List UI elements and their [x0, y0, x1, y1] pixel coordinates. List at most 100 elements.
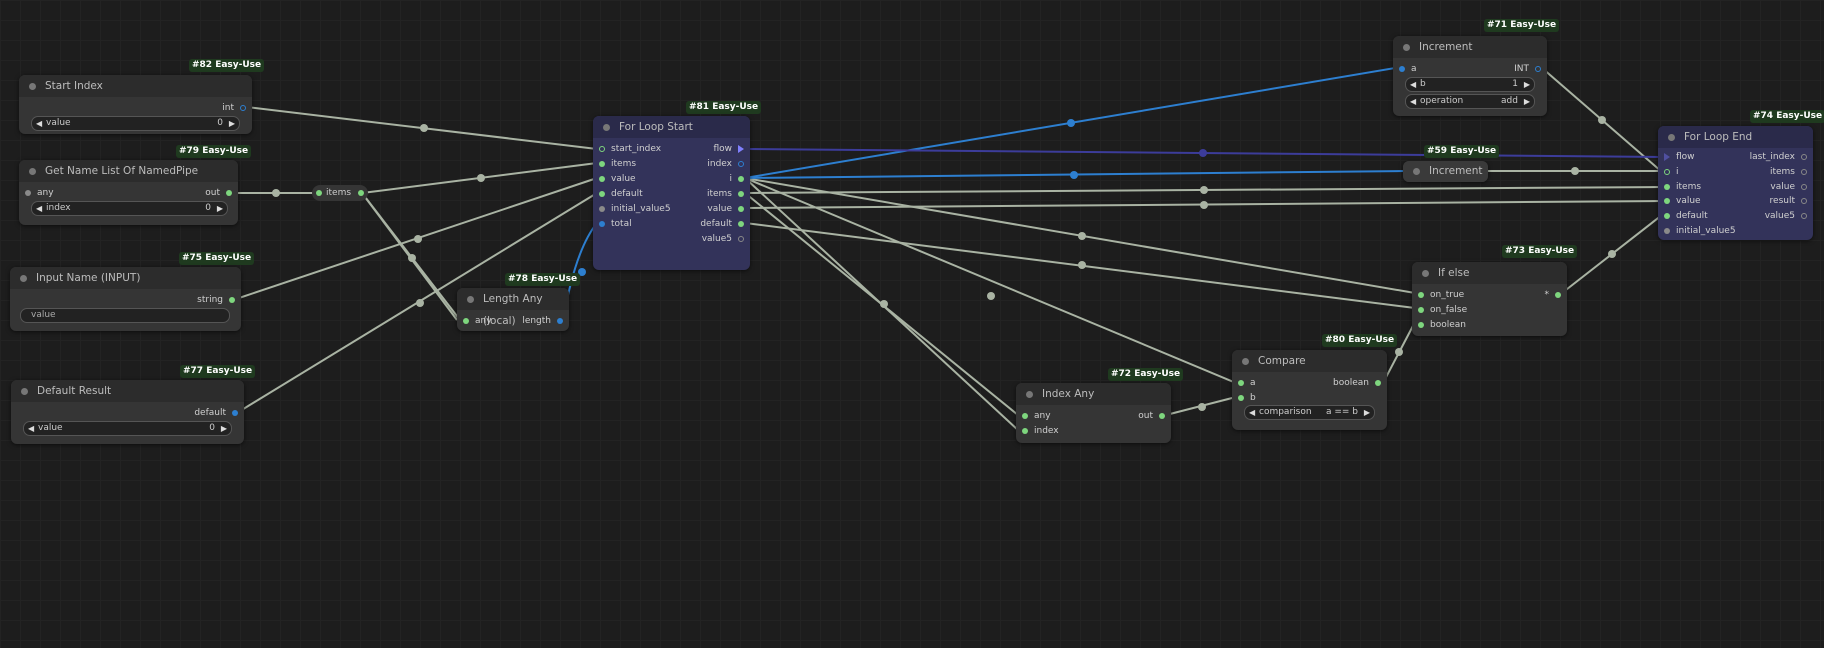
input-slot-icon[interactable] [1238, 395, 1244, 401]
output-slot-icon[interactable] [1801, 154, 1807, 160]
output-slot-icon[interactable] [229, 297, 235, 303]
node-title[interactable]: Compare [1232, 350, 1387, 372]
input-slot-icon[interactable] [1399, 66, 1405, 72]
output-slot-icon[interactable] [1535, 66, 1541, 72]
output-int[interactable]: INT [1514, 62, 1541, 76]
node-title[interactable]: If else [1412, 262, 1567, 284]
input-any[interactable]: any [1022, 409, 1051, 423]
input-initial-value5[interactable]: initial_value5 [1664, 224, 1736, 238]
collapse-dot-icon[interactable] [21, 388, 28, 395]
length-any-node[interactable]: Length Any (local) any length [457, 288, 569, 331]
input-slot-icon[interactable] [599, 161, 605, 167]
for-loop-start-node[interactable]: For Loop Start start_index items value d… [593, 116, 750, 270]
output-value5[interactable]: value5 [702, 232, 744, 246]
flow-slot-icon[interactable] [738, 145, 744, 153]
input-slot-icon[interactable] [599, 146, 605, 152]
output-out[interactable]: out [205, 186, 232, 200]
output-value[interactable]: value [707, 202, 744, 216]
node-title[interactable]: Input Name (INPUT) [10, 267, 241, 289]
input-slot-icon[interactable] [316, 190, 322, 196]
input-name-node[interactable]: Input Name (INPUT) string value [10, 267, 241, 331]
reroute-items[interactable]: items [312, 185, 368, 201]
output-length[interactable]: length [522, 314, 563, 328]
output-slot-icon[interactable] [1555, 292, 1561, 298]
input-slot-icon[interactable] [599, 191, 605, 197]
input-value[interactable]: value [1664, 194, 1701, 208]
output-items[interactable]: items [1770, 165, 1807, 179]
output-slot-icon[interactable] [738, 176, 744, 182]
output-out[interactable]: out [1138, 409, 1165, 423]
input-value[interactable]: value [599, 172, 636, 186]
collapse-dot-icon[interactable] [1422, 270, 1429, 277]
input-b[interactable]: b [1238, 391, 1256, 405]
input-slot-icon[interactable] [25, 190, 31, 196]
node-title[interactable]: Increment [1403, 161, 1488, 182]
input-i[interactable]: i [1664, 165, 1679, 179]
collapse-dot-icon[interactable] [1242, 358, 1249, 365]
input-slot-icon[interactable] [1418, 322, 1424, 328]
decrement-arrow-icon[interactable]: ◀ [1410, 80, 1417, 89]
collapse-dot-icon[interactable] [29, 168, 36, 175]
decrement-arrow-icon[interactable]: ◀ [28, 424, 35, 433]
increment-collapsed-node[interactable]: Increment [1403, 161, 1488, 182]
output-slot-icon[interactable] [1801, 169, 1807, 175]
input-any[interactable]: any [25, 186, 54, 200]
input-a[interactable]: a [1238, 376, 1256, 390]
output-slot-icon[interactable] [738, 206, 744, 212]
collapse-dot-icon[interactable] [1403, 44, 1410, 51]
node-title[interactable]: For Loop End [1658, 126, 1813, 148]
output-value5[interactable]: value5 [1765, 209, 1807, 223]
decrement-arrow-icon[interactable]: ◀ [36, 204, 43, 213]
increment-arrow-icon[interactable]: ▶ [220, 424, 227, 433]
decrement-arrow-icon[interactable]: ◀ [36, 119, 43, 128]
increment-arrow-icon[interactable]: ▶ [228, 119, 235, 128]
output-slot-icon[interactable] [240, 105, 246, 111]
input-initial-value5[interactable]: initial_value5 [599, 202, 671, 216]
input-any[interactable]: any [463, 314, 492, 328]
get-name-list-node[interactable]: Get Name List Of NamedPipe any out ◀inde… [19, 160, 238, 225]
output-any[interactable]: * [1545, 288, 1561, 302]
output-last-index[interactable]: last_index [1750, 150, 1807, 164]
node-title[interactable]: Length Any (local) [457, 288, 569, 327]
output-index[interactable]: index [707, 157, 744, 171]
input-default[interactable]: default [599, 187, 643, 201]
input-on-false[interactable]: on_false [1418, 303, 1467, 317]
input-a[interactable]: a [1399, 62, 1417, 76]
input-slot-icon[interactable] [1664, 213, 1670, 219]
input-total[interactable]: total [599, 217, 632, 231]
collapse-dot-icon[interactable] [29, 83, 36, 90]
output-slot-icon[interactable] [738, 161, 744, 167]
collapse-dot-icon[interactable] [1413, 168, 1420, 175]
increment-arrow-icon[interactable]: ▶ [1523, 80, 1530, 89]
output-i[interactable]: i [729, 172, 744, 186]
input-slot-icon[interactable] [1418, 307, 1424, 313]
output-slot-icon[interactable] [1801, 198, 1807, 204]
output-slot-icon[interactable] [1801, 184, 1807, 190]
output-result[interactable]: result [1770, 194, 1807, 208]
increment-arrow-icon[interactable]: ▶ [216, 204, 223, 213]
output-slot-icon[interactable] [557, 318, 563, 324]
output-int[interactable]: int [222, 101, 246, 115]
input-boolean[interactable]: boolean [1418, 318, 1466, 332]
input-index[interactable]: index [1022, 424, 1059, 438]
input-slot-icon[interactable] [1418, 292, 1424, 298]
input-items[interactable]: items [599, 157, 636, 171]
input-slot-icon[interactable] [1238, 380, 1244, 386]
output-string[interactable]: string [197, 293, 235, 307]
input-slot-icon[interactable] [1022, 428, 1028, 434]
output-slot-icon[interactable] [232, 410, 238, 416]
input-default[interactable]: default [1664, 209, 1708, 223]
index-any-node[interactable]: Index Any any index out [1016, 383, 1171, 443]
input-start-index[interactable]: start_index [599, 142, 661, 156]
for-loop-end-node[interactable]: For Loop End flow i items value default … [1658, 126, 1813, 240]
output-value[interactable]: value [1770, 180, 1807, 194]
output-slot-icon[interactable] [1375, 380, 1381, 386]
node-title[interactable]: Increment [1393, 36, 1547, 58]
flow-slot-icon[interactable] [1664, 153, 1670, 161]
output-slot-icon[interactable] [1159, 413, 1165, 419]
if-else-node[interactable]: If else on_true on_false boolean * [1412, 262, 1567, 336]
